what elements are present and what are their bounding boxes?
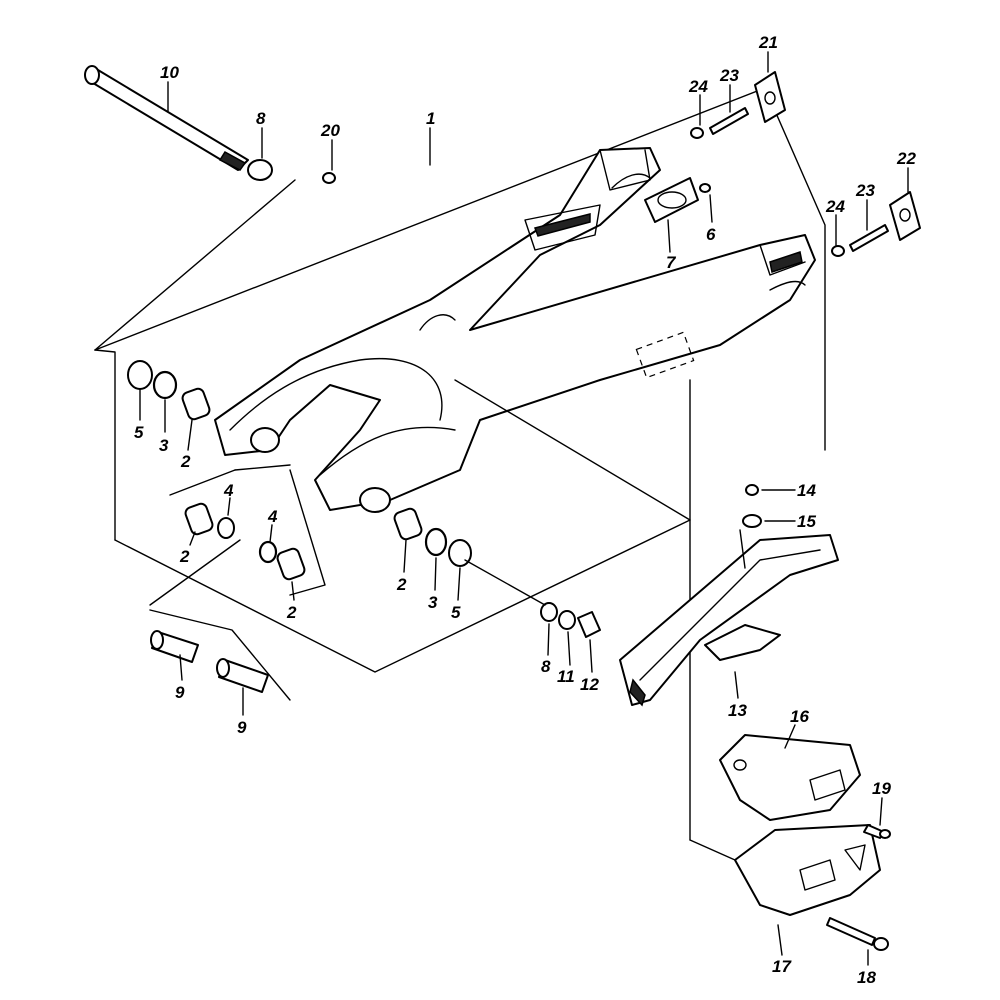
- callout-24-top: 24: [688, 77, 708, 96]
- washer-24-top: [690, 127, 704, 139]
- bolt-18: [826, 917, 889, 951]
- axle-shaft: [84, 65, 249, 171]
- callout-3-left: 3: [159, 436, 169, 455]
- plate-7-slot: [657, 191, 687, 209]
- callout-2-left-top: 2: [180, 452, 191, 471]
- screw-6: [699, 183, 711, 193]
- bolt-19: [863, 824, 891, 839]
- callout-6: 6: [706, 225, 716, 244]
- chain-guide-16: [719, 734, 861, 821]
- washer-8-top: [247, 159, 273, 181]
- callout-15: 15: [797, 512, 816, 531]
- adjuster-bolt-23-right: [849, 224, 889, 252]
- swingarm-body: [214, 147, 816, 513]
- callout-14: 14: [797, 481, 816, 500]
- callout-5-right: 5: [451, 603, 461, 622]
- assembly-frame: [94, 87, 826, 861]
- callout-8-bottom: 8: [541, 657, 551, 676]
- leader-lines: [94, 51, 909, 966]
- callout-7: 7: [666, 253, 677, 272]
- callout-3-right: 3: [428, 593, 438, 612]
- nut-20: [322, 172, 336, 184]
- callout-17: 17: [772, 957, 792, 976]
- bolt-14: [745, 484, 759, 496]
- callout-23-top: 23: [719, 66, 739, 85]
- callout-4-mid: 4: [267, 507, 278, 526]
- callout-4-left: 4: [223, 481, 234, 500]
- callout-9-right: 9: [237, 718, 247, 737]
- chain-adjuster-21: [754, 71, 786, 123]
- callout-10: 10: [160, 63, 179, 82]
- chain-adjuster-22: [889, 191, 921, 241]
- callout-8-top: 8: [256, 109, 266, 128]
- callout-2-mid: 2: [286, 603, 297, 622]
- callout-21: 21: [758, 33, 778, 52]
- callout-24-right: 24: [825, 197, 845, 216]
- chain-guide-cover-17: [734, 824, 881, 916]
- callout-22: 22: [896, 149, 916, 168]
- right-pivot-parts: [393, 507, 601, 638]
- callout-23-right: 23: [855, 181, 875, 200]
- callout-16: 16: [790, 707, 809, 726]
- callout-19: 19: [872, 779, 891, 798]
- left-pivot-parts: [127, 360, 306, 581]
- callout-9-left: 9: [175, 683, 185, 702]
- callout-2-right: 2: [396, 575, 407, 594]
- callout-labels: 10 8 20 1 21 23 24 22 23 24 6 7 5 3 2 4 …: [134, 33, 916, 987]
- plate-7: [644, 177, 699, 223]
- washer-15: [742, 514, 762, 528]
- callout-1: 1: [426, 109, 435, 128]
- callout-12: 12: [580, 675, 599, 694]
- adjuster-bolt-23-top: [709, 107, 749, 135]
- callout-18: 18: [857, 968, 876, 987]
- chain-slider-13: [619, 534, 839, 707]
- callout-11: 11: [557, 667, 575, 686]
- callout-20: 20: [320, 121, 340, 140]
- spacers-9: [150, 630, 269, 693]
- callout-5-left: 5: [134, 423, 144, 442]
- callout-2-left-mid: 2: [179, 547, 190, 566]
- callout-13: 13: [728, 701, 747, 720]
- washer-24-right: [831, 245, 845, 257]
